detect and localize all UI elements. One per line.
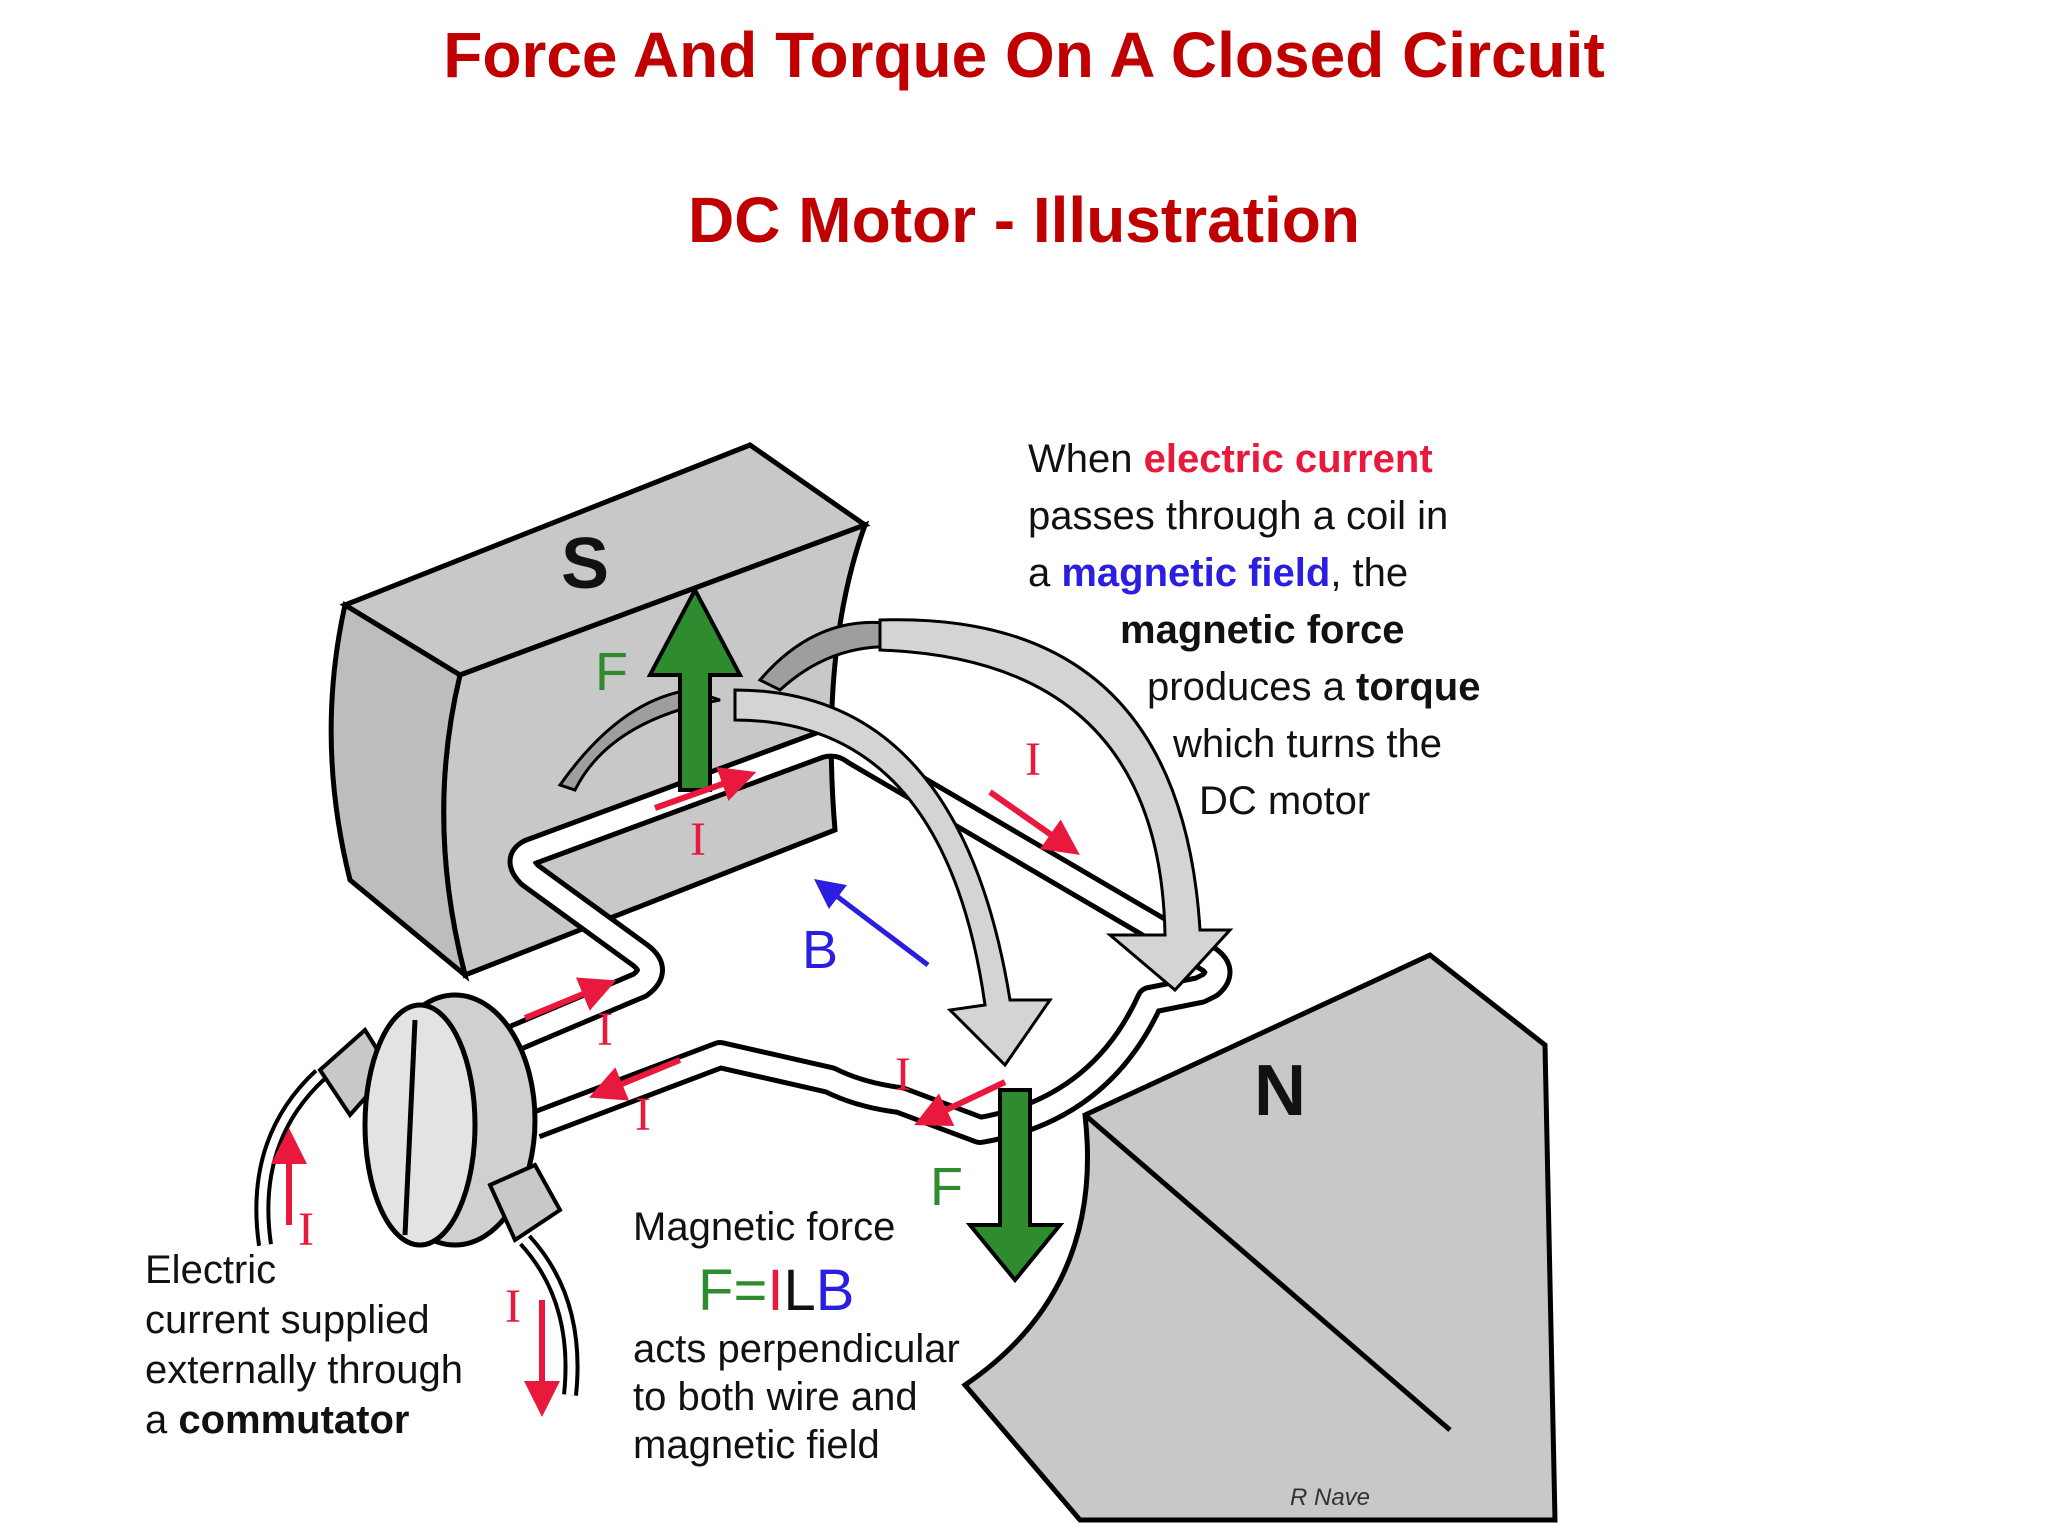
equation-b: B (816, 1258, 855, 1323)
current-arrows (271, 767, 1080, 1417)
field-arrow (814, 878, 930, 967)
current-label: I (895, 1048, 911, 1101)
callout-text: Electric (145, 1248, 276, 1292)
equation-equals: = (733, 1258, 767, 1323)
force-label-bottom: F (930, 1157, 963, 1217)
force-arrow-down (965, 1088, 1065, 1284)
callout-text: a (1028, 551, 1061, 595)
field-label: B (802, 920, 838, 980)
callout-highlight-torque: torque (1356, 665, 1480, 709)
callout-highlight-commutator: commutator (178, 1398, 409, 1442)
current-label: I (1025, 733, 1041, 786)
callout-text: a (145, 1398, 178, 1442)
current-label: I (635, 1088, 651, 1141)
callout-text: current supplied (145, 1298, 430, 1342)
svg-text:a magnetic field, the: a magnetic field, the (1028, 551, 1408, 595)
equation-i: I (767, 1258, 783, 1323)
callout-text: magnetic field (633, 1423, 880, 1467)
callout-text: DC motor (1199, 779, 1370, 823)
callout-text: to both wire and (633, 1375, 918, 1419)
current-label: I (298, 1203, 314, 1256)
callout-text: produces a (1147, 665, 1356, 709)
force-callout: Magnetic force F=ILB acts perpendicular … (633, 1205, 960, 1467)
force-label-top: F (595, 642, 628, 702)
pole-label-north: N (1254, 1051, 1306, 1131)
commutator (254, 992, 580, 1396)
callout-highlight-current: electric current (1144, 437, 1433, 481)
page-title: Force And Torque On A Closed Circuit (443, 19, 1605, 91)
credit-label: R Nave (1290, 1484, 1370, 1511)
callout-highlight-field: magnetic field (1061, 551, 1330, 595)
current-label: I (597, 1003, 613, 1056)
callout-text: , the (1330, 551, 1408, 595)
callout-text: acts perpendicular (633, 1327, 960, 1371)
south-magnet (328, 442, 871, 982)
current-label: I (690, 813, 706, 866)
north-magnet (961, 952, 1558, 1523)
callout-text: When (1028, 437, 1144, 481)
svg-text:a commutator: a commutator (145, 1398, 410, 1442)
callout-text: which turns the (1172, 722, 1442, 766)
force-arrow-up (646, 585, 744, 792)
svg-text:produces a torque: produces a torque (1147, 665, 1480, 709)
coil-wire (504, 728, 1233, 1145)
current-label: I (505, 1280, 521, 1333)
commutator-callout: Electric current supplied externally thr… (145, 1248, 463, 1442)
page-subtitle: DC Motor - Illustration (688, 184, 1360, 256)
svg-text:When electric current: When electric current (1028, 437, 1433, 481)
callout-text: Magnetic force (633, 1205, 895, 1249)
torque-callout: When electric current passes through a c… (1028, 437, 1480, 823)
callout-text: externally through (145, 1348, 463, 1392)
svg-text:F=ILB: F=ILB (698, 1258, 854, 1323)
equation-f: F (698, 1258, 733, 1323)
callout-text: passes through a coil in (1028, 494, 1448, 538)
equation-l: L (783, 1258, 815, 1323)
pole-label-south: S (561, 524, 609, 604)
callout-highlight-force: magnetic force (1120, 608, 1405, 652)
